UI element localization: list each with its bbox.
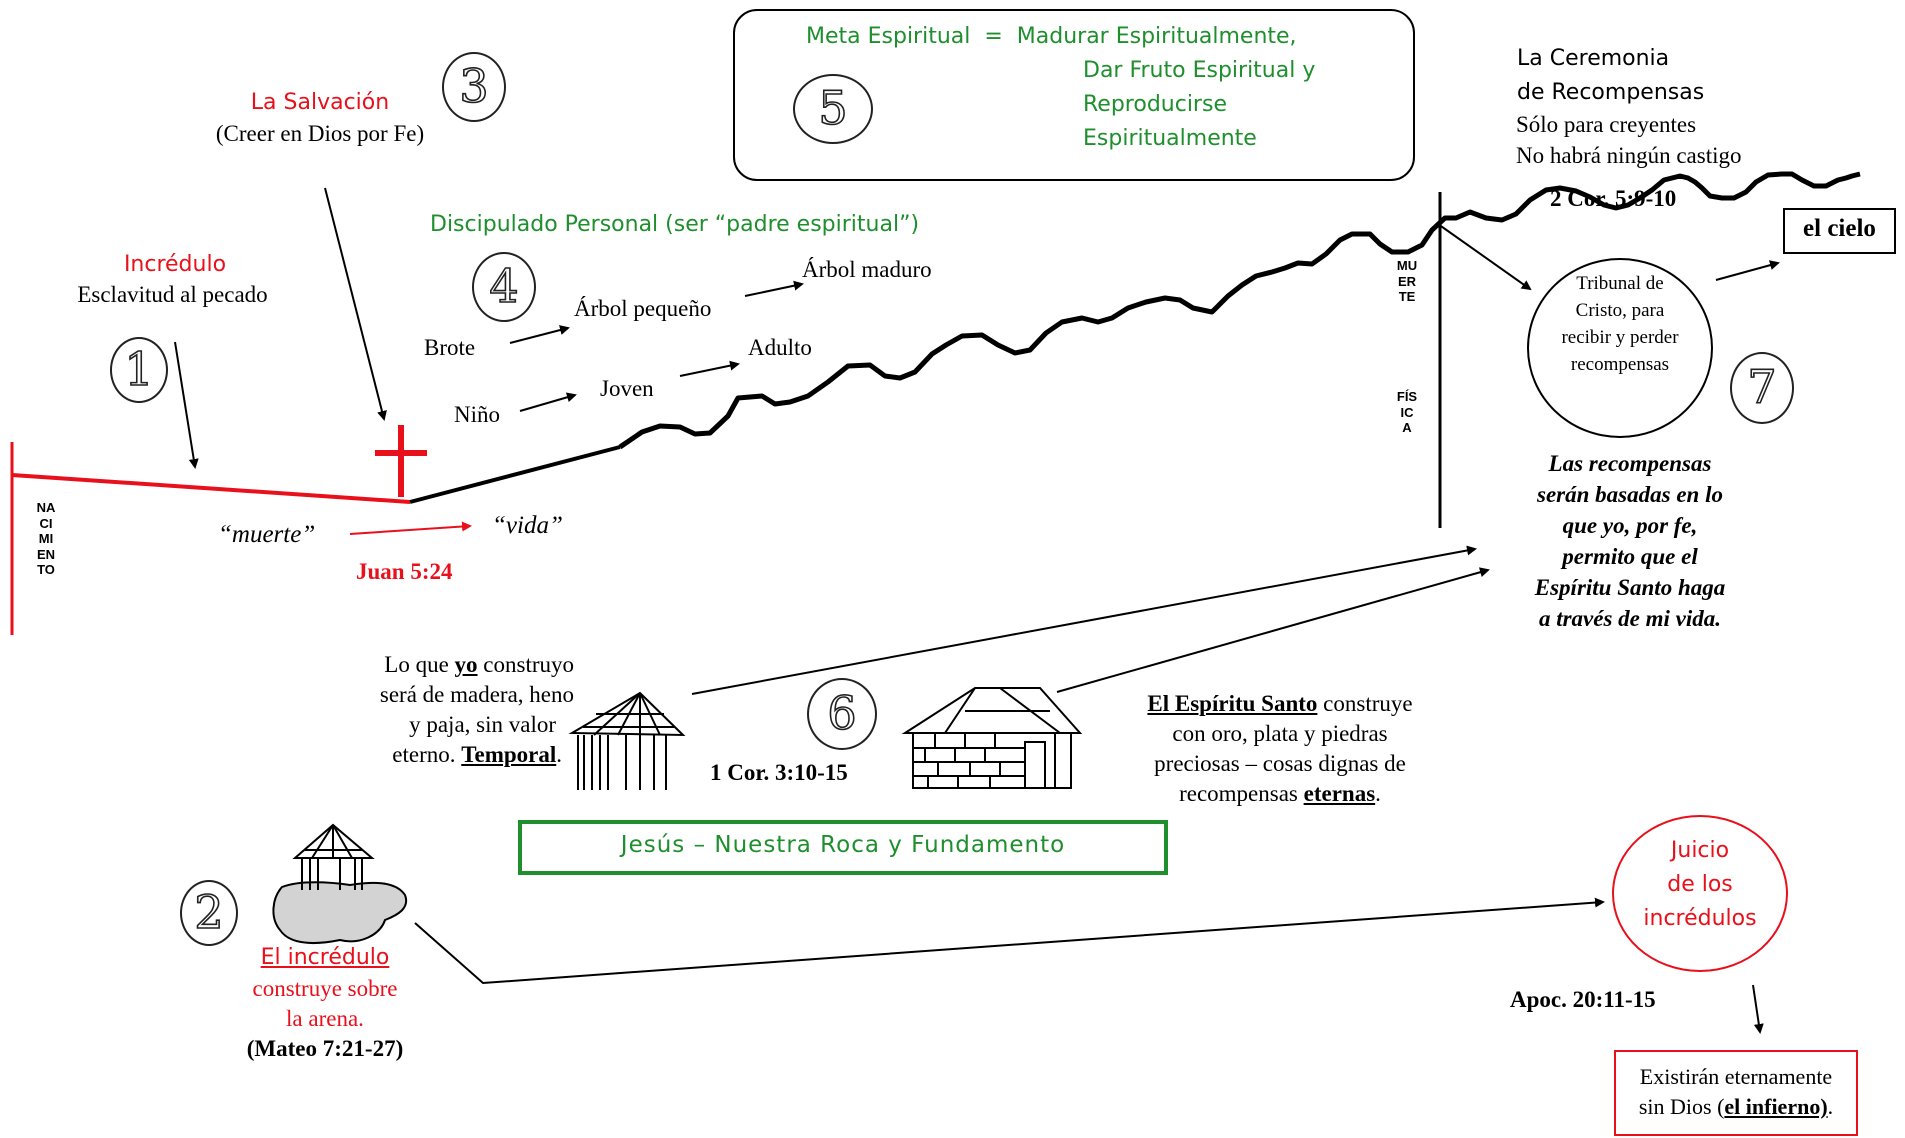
recompensas-line-3: que yo, por fe, [1562,513,1698,538]
ceremonia-line-2: de Recompensas [1517,80,1705,105]
esclavitud-label: Esclavitud al pecado [77,282,268,307]
meta-line-4: Espiritualmente [1083,126,1257,151]
arbol-pequeno-label: Árbol pequeño [574,296,712,321]
arrow-to-cross-3 [324,187,387,421]
exist-line-2: sin Dios (el infierno). [1638,1094,1834,1119]
recompensas-line-1: Las recompensas [1548,451,1712,476]
adulto-label: Adulto [748,335,812,360]
yo-line-3: y paja, sin valor [409,712,556,737]
step-6-badge: 6 [807,678,877,750]
arrow-to-cielo [1715,260,1780,281]
step-3-badge: 3 [442,52,506,122]
joven-label: Joven [600,376,654,401]
es-line-3: preciosas – cosas dignas de [1154,751,1406,776]
meta-espiritual-box [733,9,1415,181]
wood-hut-icon [568,691,686,790]
incr-line-2: construye sobre [252,976,398,1001]
es-line-2: con oro, plata y piedras [1172,721,1388,746]
step-4-badge: 4 [472,252,536,322]
hut-on-sand-icon [272,823,408,944]
arrow-arbol [744,280,804,297]
arrow-to-hell [1752,984,1764,1034]
arrow-stone-house [1056,567,1490,693]
incr-line-3: la arena. [286,1006,364,1031]
cor5-ref: 2 Cor. 5:9-10 [1550,186,1677,211]
arrow-muerte-vida [349,521,472,535]
step-5-badge: 5 [793,74,873,144]
cross-bar [375,450,427,456]
jesus-label: Jesús – Nuestra Roca y Fundamento [620,832,1066,858]
salvacion-label: La Salvación [250,90,390,115]
juicio-line-3: incrédulos [1643,906,1757,931]
cielo-label: el cielo [1803,215,1876,242]
stone-house-icon [901,687,1083,789]
creer-label: (Creer en Dios por Fe) [215,121,425,146]
recompensas-line-2: serán basadas en lo [1537,482,1723,507]
es-line-1: El Espíritu Santo construye [1147,691,1413,716]
unbeliever-life-line [11,473,411,504]
recompensas-line-6: a través de mi vida. [1538,606,1722,631]
incr-line-1: El incrédulo [260,945,390,970]
arrow-brote [509,325,570,344]
juan-ref: Juan 5:24 [356,559,453,584]
meta-line-1: Meta Espiritual = Madurar Espiritualment… [806,24,1297,49]
es-line-4: recompensas eternas. [1179,781,1381,806]
muerte-label: MUERTE [1396,258,1418,305]
ceremonia-line-4: No habrá ningún castigo [1516,143,1742,168]
arrow-joven [679,360,740,377]
cielo-box [1783,208,1896,254]
fisica-label: FÍSICA [1396,389,1418,436]
spiritual-growth-line [618,171,1861,450]
arrow-unbeliever-judgment [414,897,1605,985]
arrow-wood-house [691,545,1477,695]
discipulado-label: Discipulado Personal (ser “padre espirit… [430,212,920,237]
juicio-circle [1612,815,1788,972]
yo-line-1: Lo que yo construyo [384,652,574,677]
nacimiento-label: NACIMIENTO [36,500,56,578]
nino-label: Niño [454,402,500,427]
tribunal-label: Tribunal de Cristo, para recibir y perde… [1561,273,1679,375]
arrow-to-line-1 [174,341,199,469]
recompensas-line-4: permito que el [1562,544,1698,569]
step-1-badge: 1 [110,337,168,403]
brote-label: Brote [424,335,476,360]
new-life-line [409,445,621,504]
exist-line-1: Existirán eternamente [1639,1064,1833,1089]
ceremonia-line-3: Sólo para creyentes [1516,112,1697,137]
yo-line-4: eterno. Temporal. [392,742,562,767]
juicio-line-2: de los [1667,872,1733,897]
yo-line-2: será de madera, heno [379,682,574,707]
tribunal-circle [1527,258,1713,438]
arrow-to-tribunal [1437,223,1532,291]
ceremonia-line-1: La Ceremonia [1517,46,1670,71]
jesus-foundation-box [518,820,1168,875]
cross-icon [398,425,404,497]
apoc-ref: Apoc. 20:11-15 [1510,987,1656,1012]
recompensas-line-5: Espíritu Santo haga [1534,575,1726,600]
step-7-badge: 7 [1730,352,1794,424]
juicio-line-1: Juicio [1670,838,1730,863]
arbol-maduro-label: Árbol maduro [802,257,932,282]
meta-line-2: Dar Fruto Espiritual y [1083,58,1316,83]
meta-line-3: Reproducirse [1083,92,1227,117]
step-2-badge: 2 [180,880,238,946]
mateo-ref: (Mateo 7:21-27) [246,1036,404,1061]
vida-quote: “vida” [492,512,563,539]
cor3-ref: 1 Cor. 3:10-15 [710,760,848,785]
muerte-quote: “muerte” [218,521,316,548]
incredulo-label: Incrédulo [123,252,227,277]
arrow-nino [519,392,577,412]
infierno-box [1614,1050,1858,1136]
